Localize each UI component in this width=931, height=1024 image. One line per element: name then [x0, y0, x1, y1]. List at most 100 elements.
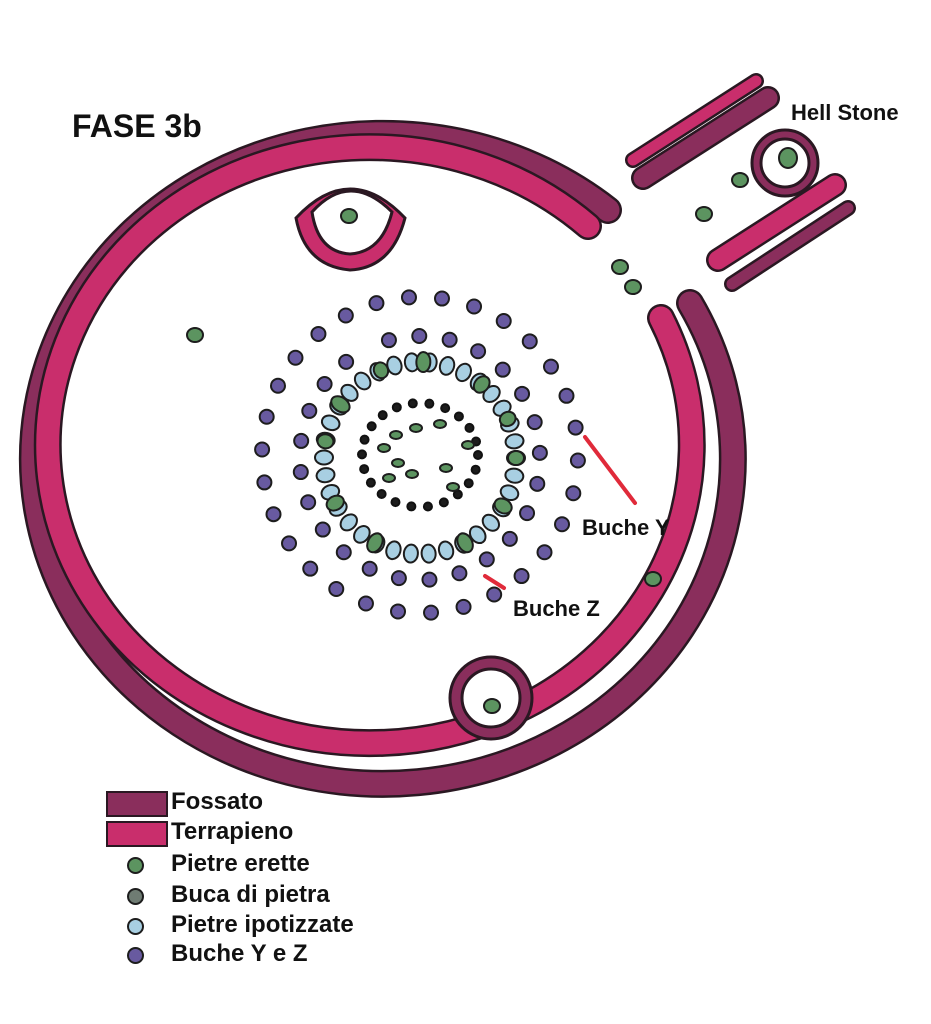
legend-swatch-terrapieno [106, 821, 168, 847]
hypothetical-stone [481, 513, 501, 532]
standing-stone [433, 419, 447, 429]
z-hole [300, 494, 317, 511]
y-hole [328, 580, 345, 597]
stone-hole [366, 421, 377, 432]
hypothetical-stone [315, 467, 336, 484]
standing-stone [409, 423, 423, 433]
legend-swatch-buca-di-pietra [127, 888, 144, 905]
hypothetical-stone [353, 371, 372, 391]
z-holes [292, 328, 548, 588]
y-hole [357, 595, 374, 612]
stone-hole [422, 501, 433, 512]
hypothetical-stone [504, 433, 525, 450]
legend-label-pietre-ipotizzate: Pietre ipotizzate [171, 911, 354, 938]
stone-hole [391, 402, 402, 413]
standing-stone [186, 327, 204, 343]
standing-stone [731, 172, 749, 188]
z-hole [361, 560, 378, 577]
legend-swatch-fossato [106, 791, 168, 817]
y-hole [455, 598, 472, 615]
z-hole [421, 571, 438, 588]
standing-stone [611, 259, 629, 275]
hypothetical-stone [437, 540, 455, 561]
y-hole [495, 313, 512, 330]
y-hole [368, 295, 385, 312]
stone-hole [390, 497, 401, 508]
legend-label-buca-di-pietra: Buca di pietra [171, 881, 330, 908]
y-hole [269, 377, 286, 394]
legend-label-terrapieno: Terrapieno [171, 818, 294, 845]
standing-stone [366, 532, 384, 554]
enclosure [18, 119, 747, 798]
z-hole [390, 570, 407, 587]
y-hole [281, 535, 298, 552]
stone-hole [407, 398, 418, 409]
hypothetical-stone [438, 356, 456, 376]
y-hole [536, 544, 553, 561]
legend-swatch-buche-y-e-z [127, 947, 144, 964]
hypothetical-stone [320, 414, 341, 432]
y-hole [569, 452, 586, 469]
legend-swatch-pietre-erette [127, 857, 144, 874]
z-hole [338, 353, 355, 370]
hypothetical-stone [455, 362, 472, 383]
y-hole [337, 307, 354, 324]
hypothetical-stone [402, 543, 419, 564]
y-holes [254, 289, 586, 621]
standing-stone [461, 440, 475, 450]
z-hole [441, 331, 458, 348]
z-hole [470, 343, 487, 360]
north-barrow [294, 187, 407, 272]
z-hole [314, 521, 331, 538]
buche-y-label: Buche Y [582, 515, 670, 540]
standing-stone [415, 351, 432, 374]
standing-stone [330, 395, 351, 414]
z-hole [526, 414, 543, 431]
z-hole [380, 332, 397, 349]
standing-stone [507, 450, 525, 466]
y-hole [258, 408, 275, 425]
buche-z-pointer [483, 574, 506, 590]
y-hole [265, 506, 282, 523]
y-hole [486, 586, 503, 603]
stone-hole [424, 398, 435, 409]
standing-stone [439, 463, 453, 473]
stone-hole [464, 422, 475, 433]
standing-stone [472, 375, 491, 394]
z-hole [519, 505, 536, 522]
y-hole [254, 441, 271, 458]
legend-label-pietre-erette: Pietre erette [171, 850, 310, 877]
hypothetical-stone [314, 449, 335, 466]
y-hole [310, 325, 327, 342]
z-hole [501, 530, 518, 547]
standing-stone [325, 494, 345, 512]
standing-stone [624, 279, 642, 295]
hypothetical-stone [339, 513, 358, 532]
y-hole [433, 290, 450, 307]
standing-stone [382, 473, 396, 483]
barrows [294, 128, 820, 741]
standing-stone [493, 497, 513, 515]
hell-stone-ring [750, 128, 820, 198]
buche-z-label: Buche Z [513, 596, 600, 621]
hell-stone-label: Hell Stone [791, 100, 899, 125]
y-hole [558, 387, 575, 404]
inner-stone-ring [314, 351, 526, 564]
hypothetical-stone [353, 525, 371, 544]
z-hole [514, 385, 531, 402]
stone-hole [406, 501, 417, 512]
south-barrow [448, 655, 534, 741]
z-hole [531, 444, 548, 461]
z-hole [293, 432, 310, 449]
z-hole [529, 475, 546, 492]
stone-hole [359, 464, 370, 475]
z-hole [478, 551, 495, 568]
z-hole [335, 544, 352, 561]
y-hole [466, 298, 483, 315]
standing-stone [405, 469, 419, 479]
standing-stone [372, 361, 390, 380]
hypothetical-stone [504, 467, 525, 484]
stone-hole [473, 450, 483, 460]
buche-y-pointer [583, 435, 637, 505]
